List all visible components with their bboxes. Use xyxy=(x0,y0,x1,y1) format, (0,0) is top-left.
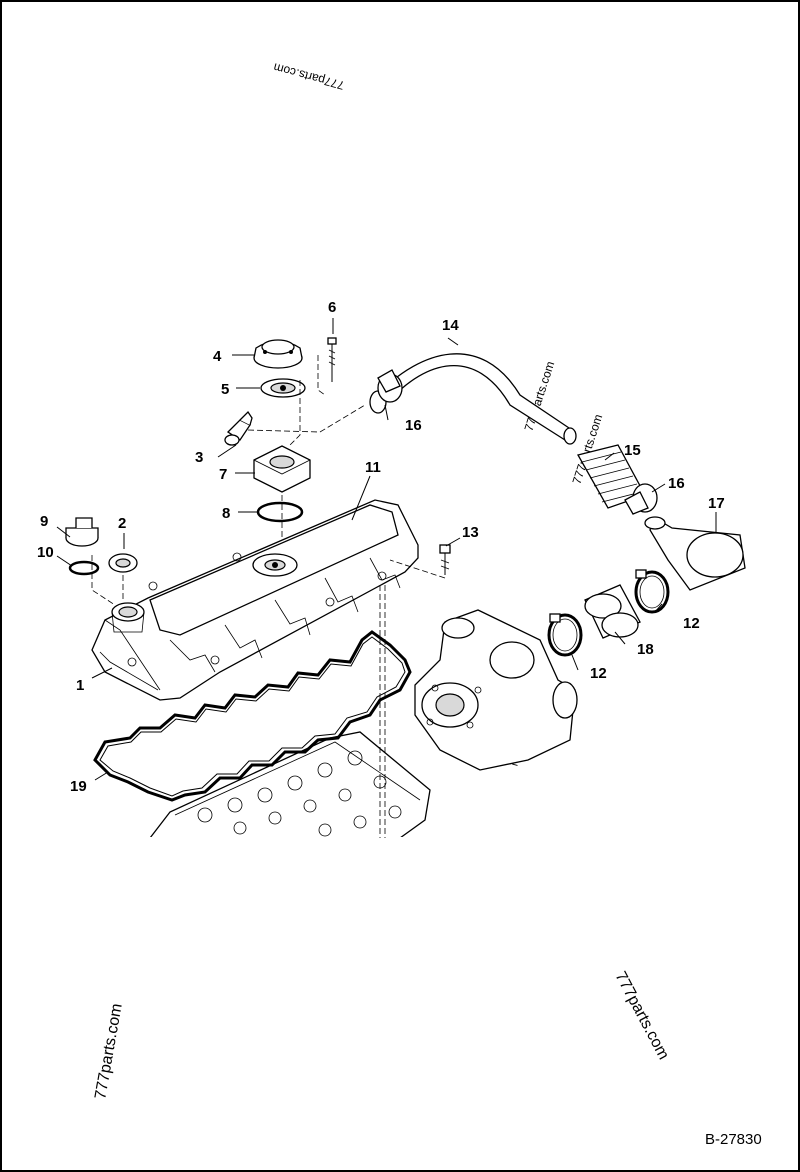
breather-cover xyxy=(253,339,303,369)
callout-16a: 16 xyxy=(405,417,422,434)
callout-10: 10 xyxy=(37,544,54,561)
breather-elbow xyxy=(224,410,253,446)
oil-seal xyxy=(108,553,138,573)
watermark-bottom-left: 777parts.com xyxy=(92,1002,126,1100)
hose-clamp-12a xyxy=(634,569,670,614)
callout-9: 9 xyxy=(40,513,48,530)
callout-12a: 12 xyxy=(683,615,700,632)
leader-lines xyxy=(56,318,717,838)
callout-5: 5 xyxy=(221,381,229,398)
watermark-top: 777parts.com xyxy=(272,60,346,92)
callout-7: 7 xyxy=(219,466,227,483)
callout-1: 1 xyxy=(76,677,84,694)
turbocharger xyxy=(414,609,578,771)
watermark-bottom-right: 777parts.com xyxy=(611,969,672,1063)
callout-11: 11 xyxy=(365,459,381,476)
elbow-pipe xyxy=(644,516,746,591)
filler-o-ring xyxy=(68,560,100,576)
hose-clamp-lower xyxy=(624,483,658,515)
callout-19: 19 xyxy=(70,778,87,795)
rocker-cover xyxy=(91,499,419,701)
hose-clamp-upper xyxy=(377,369,403,403)
rocker-cover-gasket xyxy=(93,630,412,802)
callout-2: 2 xyxy=(118,515,126,532)
cover-bolt xyxy=(439,544,451,575)
drawing-number: B-27830 xyxy=(705,1131,762,1148)
callout-17: 17 xyxy=(708,495,725,512)
oil-filler-cap xyxy=(65,517,99,547)
callout-14: 14 xyxy=(442,317,459,334)
callout-3: 3 xyxy=(195,449,203,466)
callout-13: 13 xyxy=(462,524,479,541)
callout-12b: 12 xyxy=(590,665,607,682)
callouts: 1 2 3 4 5 6 7 8 9 10 11 12 12 13 14 15 1… xyxy=(37,299,725,795)
callout-16b: 16 xyxy=(668,475,685,492)
breather-diaphragm xyxy=(260,378,306,398)
hose-coupling xyxy=(584,584,641,639)
callout-6: 6 xyxy=(328,299,336,316)
breather-bolt xyxy=(327,337,337,382)
callout-8: 8 xyxy=(222,505,230,522)
callout-4: 4 xyxy=(213,348,222,365)
breather-housing xyxy=(253,445,311,493)
cylinder-head xyxy=(140,731,431,839)
callout-15: 15 xyxy=(624,442,641,459)
breather-o-ring xyxy=(256,501,304,523)
callout-18: 18 xyxy=(637,641,654,658)
hose-clamp-12b xyxy=(547,613,583,657)
